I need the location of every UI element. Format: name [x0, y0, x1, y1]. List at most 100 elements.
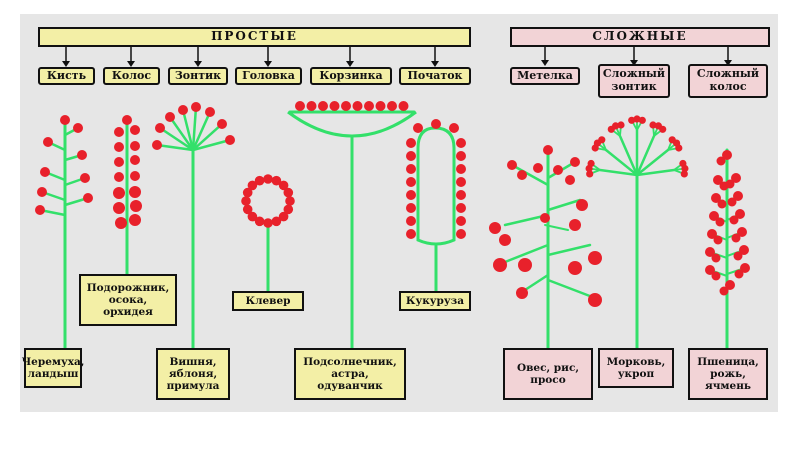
- flower-dot: [114, 172, 124, 182]
- flower-dot: [406, 138, 416, 148]
- type-pochatok: Початок: [399, 67, 471, 85]
- flower-dot: [114, 142, 124, 152]
- header-complex: СЛОЖНЫЕ: [510, 27, 770, 47]
- example-zontik: Вишня, яблоня, примула: [156, 348, 230, 400]
- flower-dot: [456, 151, 466, 161]
- flower-dot: [73, 123, 83, 133]
- flower-dot: [353, 101, 363, 111]
- flower-dot: [115, 217, 127, 229]
- flower-dot: [406, 229, 416, 239]
- flower-dot: [217, 119, 227, 129]
- flower-dot: [659, 126, 666, 133]
- flower-dot: [720, 287, 729, 296]
- flower-dot: [732, 234, 741, 243]
- flower-dot: [130, 171, 140, 181]
- flower-dot: [718, 200, 727, 209]
- flower-dot: [456, 138, 466, 148]
- flower-dot: [152, 140, 162, 150]
- header-simple: ПРОСТЫЕ: [38, 27, 471, 47]
- flower-dot: [83, 193, 93, 203]
- flower-dot: [272, 217, 282, 227]
- flower-dot: [413, 123, 423, 133]
- flower-dot: [588, 251, 602, 265]
- flower-dot: [225, 135, 235, 145]
- flower-dot: [730, 216, 739, 225]
- flower-dot: [499, 234, 511, 246]
- flower-dot: [341, 101, 351, 111]
- flower-dot: [456, 190, 466, 200]
- flower-dot: [735, 270, 744, 279]
- example-metelka: Овес, рис, просо: [503, 348, 593, 400]
- flower-dot: [728, 198, 737, 207]
- flower-dot: [516, 287, 528, 299]
- flower-dot: [565, 175, 575, 185]
- type-metelka: Метелка: [510, 67, 580, 85]
- flower-dot: [295, 101, 305, 111]
- flower-dot: [493, 258, 507, 272]
- type-slozhny-kolos: Сложный колос: [688, 64, 768, 98]
- flower-dot: [570, 157, 580, 167]
- flower-dot: [130, 141, 140, 151]
- flower-dot: [518, 258, 532, 272]
- flower-dot: [456, 164, 466, 174]
- flower-dot: [37, 187, 47, 197]
- flower-dot: [130, 155, 140, 165]
- flower-dot: [191, 102, 201, 112]
- flower-dot: [712, 254, 721, 263]
- flower-dot: [155, 123, 165, 133]
- flower-dot: [205, 107, 215, 117]
- flower-dot: [540, 213, 550, 223]
- flower-dot: [568, 261, 582, 275]
- flower-dot: [406, 151, 416, 161]
- flower-dot: [507, 160, 517, 170]
- flower-dot: [734, 252, 743, 261]
- flower-dot: [406, 177, 416, 187]
- flower-dot: [387, 101, 397, 111]
- flower-dot: [364, 101, 374, 111]
- type-golovka: Головка: [235, 67, 302, 85]
- flower-dot: [456, 229, 466, 239]
- example-kist: Черемуха, ландыш: [24, 348, 82, 388]
- example-korzinka: Подсолнечник, астра, одуванчик: [294, 348, 406, 400]
- flower-dot: [307, 101, 317, 111]
- flower-dot: [114, 127, 124, 137]
- flower-dot: [255, 176, 265, 186]
- flower-dot: [681, 170, 688, 177]
- flower-dot: [576, 199, 588, 211]
- flower-dot: [178, 105, 188, 115]
- flower-dot: [43, 137, 53, 147]
- flower-dot: [517, 170, 527, 180]
- example-kolos: Подорожник, осока, орхидея: [79, 274, 177, 326]
- flower-dot: [114, 157, 124, 167]
- flower-dot: [639, 117, 646, 124]
- flower-dot: [449, 123, 459, 133]
- flower-dot: [113, 202, 125, 214]
- flower-dot: [243, 205, 253, 215]
- flower-dot: [598, 136, 605, 143]
- flower-dot: [122, 115, 132, 125]
- flower-dot: [717, 157, 726, 166]
- flower-dot: [406, 164, 416, 174]
- flower-dot: [456, 203, 466, 213]
- flower-dot: [675, 144, 682, 151]
- flower-dot: [712, 272, 721, 281]
- flower-dot: [399, 101, 409, 111]
- flower-dot: [406, 190, 416, 200]
- flower-dot: [130, 125, 140, 135]
- type-kist: Кисть: [38, 67, 95, 85]
- flower-dot: [285, 196, 295, 206]
- flower-dot: [40, 167, 50, 177]
- flower-dot: [263, 174, 273, 184]
- flower-dot: [714, 236, 723, 245]
- flower-dot: [588, 160, 595, 167]
- flower-dot: [588, 293, 602, 307]
- flower-dot: [330, 101, 340, 111]
- flower-dot: [553, 165, 563, 175]
- example-golovka: Клевер: [232, 291, 304, 311]
- flower-dot: [241, 196, 251, 206]
- type-zontik: Зонтик: [168, 67, 228, 85]
- flower-dot: [617, 121, 624, 128]
- flower-dot: [113, 187, 125, 199]
- flower-dot: [533, 163, 543, 173]
